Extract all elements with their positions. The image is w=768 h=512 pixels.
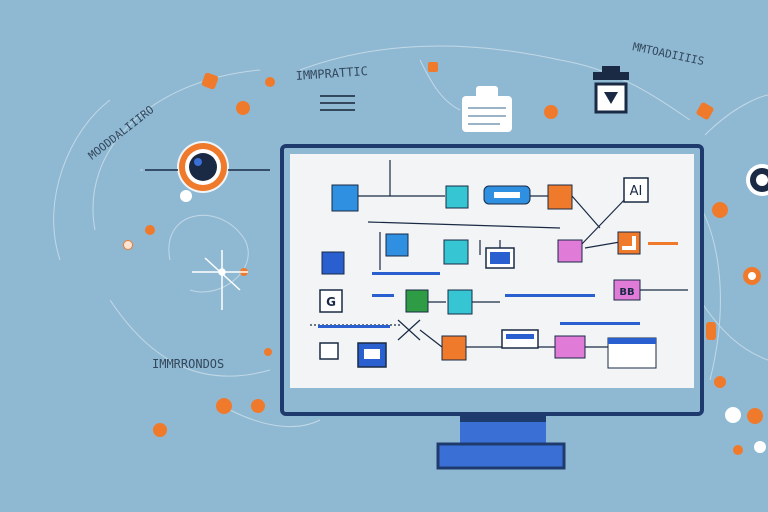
decorative-white-nodes <box>124 190 766 453</box>
screen-node-g-label: G <box>326 295 336 309</box>
chat-bubble-icon <box>462 86 512 132</box>
screen-node-ai-label: AI <box>630 184 643 199</box>
document-icon <box>320 95 355 111</box>
label-top-right: MMTOADIIIIS <box>631 40 705 68</box>
screen-node-bb-label: BB <box>619 287 634 298</box>
partial-gauge-icon <box>746 164 768 196</box>
drone-icon <box>192 250 248 310</box>
flowchart-icon <box>310 160 688 369</box>
label-top-center: IMMPRATTIC <box>295 64 368 83</box>
camera-lens-icon <box>145 141 270 193</box>
lock-icon <box>593 66 629 114</box>
decorative-orange-nodes <box>123 62 763 455</box>
label-lower-left: IMMRRONDOS <box>152 357 224 371</box>
